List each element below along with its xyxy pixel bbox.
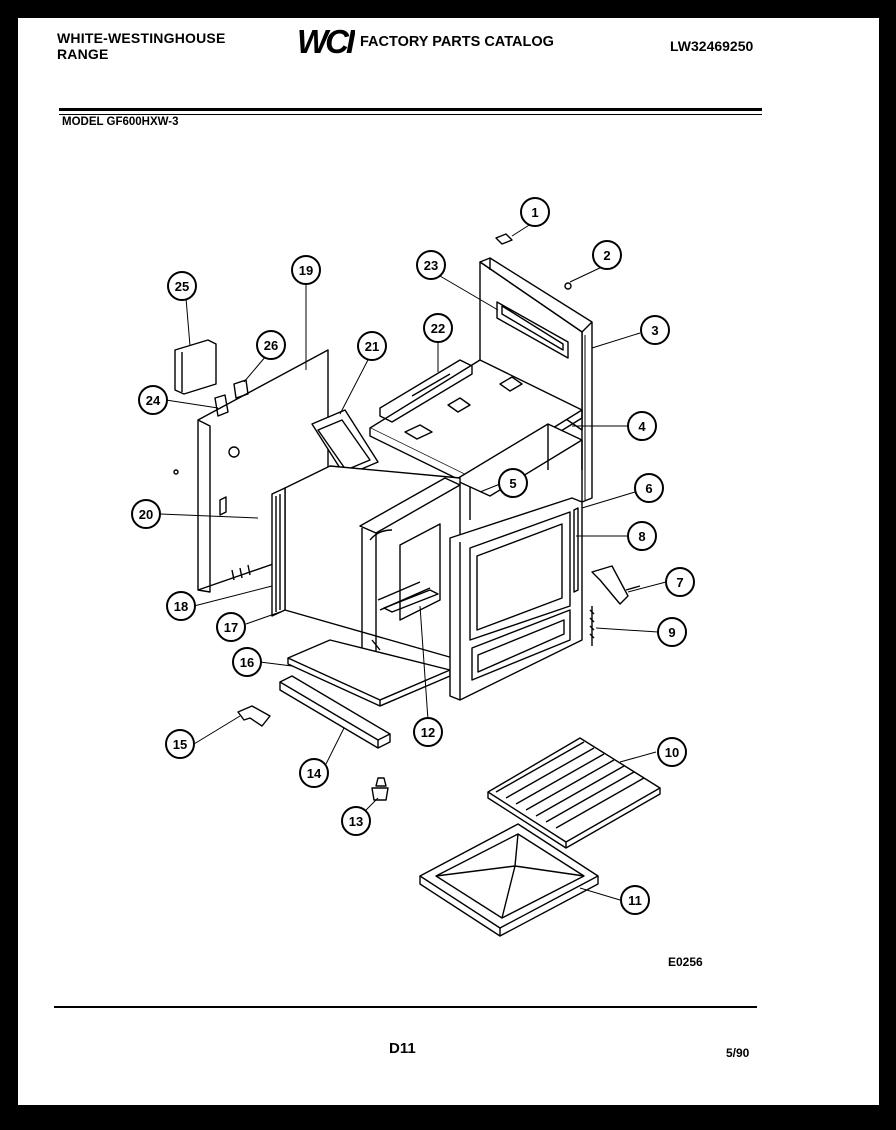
model-number: MODEL GF600HXW-3 [62,116,179,128]
callout-5: 5 [498,468,528,498]
revision-date: 5/90 [726,1046,750,1060]
part-broiler-pan [419,823,599,937]
callout-25: 25 [167,271,197,301]
callout-6: 6 [634,473,664,503]
svg-text:3: 3 [651,323,658,338]
callout-3: 3 [640,315,670,345]
part-clip [214,394,229,417]
svg-text:12: 12 [421,725,435,740]
svg-text:26: 26 [264,338,278,353]
svg-text:21: 21 [365,339,379,354]
part-side-bracket [174,339,217,395]
callout-11: 11 [620,885,650,915]
callout-9: 9 [657,617,687,647]
part-oven-liner [271,465,461,667]
callout-4: 4 [627,411,657,441]
callout-22: 22 [423,313,453,343]
part-vent-slot [496,301,569,359]
callout-26: 26 [256,330,286,360]
product-type: RANGE [57,46,109,62]
svg-text:7: 7 [676,575,683,590]
svg-text:16: 16 [240,655,254,670]
part-leveling-leg [371,777,389,801]
svg-text:2: 2 [603,248,610,263]
svg-text:24: 24 [146,393,161,408]
part-hinge [591,565,629,605]
svg-text:18: 18 [174,599,188,614]
header-rule [59,108,762,111]
svg-text:23: 23 [424,258,438,273]
part-bottom-clip [237,705,271,727]
leader-lines [159,221,667,901]
part-screw-top [495,233,513,245]
page-number: D11 [389,1040,416,1057]
header-rule-thin [59,114,762,115]
callout-23: 23 [416,250,446,280]
svg-text:22: 22 [431,321,445,336]
catalog-title: FACTORY PARTS CATALOG [360,34,554,50]
svg-text:14: 14 [307,766,322,781]
part-small-clip [233,379,249,399]
svg-text:11: 11 [628,893,642,908]
wci-logo: WCI [297,24,355,58]
part-screw-rear [564,282,572,290]
callout-10: 10 [657,737,687,767]
callout-7: 7 [665,567,695,597]
footer-rule [54,1006,757,1008]
callout-16: 16 [232,647,262,677]
svg-text:9: 9 [668,625,675,640]
callout-12: 12 [413,717,443,747]
callouts: 1 2 3 4 5 6 7 8 9 10 11 12 13 14 15 16 1… [131,197,695,915]
svg-text:10: 10 [665,745,679,760]
brand-block: WHITE-WESTINGHOUSE RANGE [57,30,225,62]
callout-1: 1 [520,197,550,227]
svg-text:1: 1 [531,205,538,220]
callout-18: 18 [166,591,196,621]
callout-2: 2 [592,240,622,270]
svg-text:8: 8 [638,529,645,544]
part-back-panel [479,257,593,503]
svg-text:17: 17 [224,620,238,635]
svg-text:6: 6 [645,481,652,496]
callout-17: 17 [216,612,246,642]
part-top-plate [369,359,583,487]
callout-19: 19 [291,255,321,285]
part-top-bracket [379,359,473,423]
callout-13: 13 [341,806,371,836]
callout-20: 20 [131,499,161,529]
catalog-code: LW32469250 [670,38,754,54]
callout-24: 24 [138,385,168,415]
svg-text:15: 15 [173,737,187,752]
callout-8: 8 [627,521,657,551]
part-oven-rack [487,737,661,849]
svg-text:19: 19 [299,263,313,278]
wci-logo-text: WCI [297,24,355,58]
diagram-reference: E0256 [668,955,703,969]
callout-21: 21 [357,331,387,361]
svg-text:5: 5 [509,476,516,491]
part-oven-door [449,497,583,701]
callout-14: 14 [299,758,329,788]
callout-15: 15 [165,729,195,759]
svg-text:25: 25 [175,279,189,294]
svg-text:4: 4 [638,419,646,434]
svg-text:20: 20 [139,507,153,522]
part-door-spring [589,606,595,646]
svg-text:13: 13 [349,814,363,829]
part-baffle [311,409,379,477]
brand-name: WHITE-WESTINGHOUSE [57,30,226,46]
part-rack-guide [383,589,439,613]
